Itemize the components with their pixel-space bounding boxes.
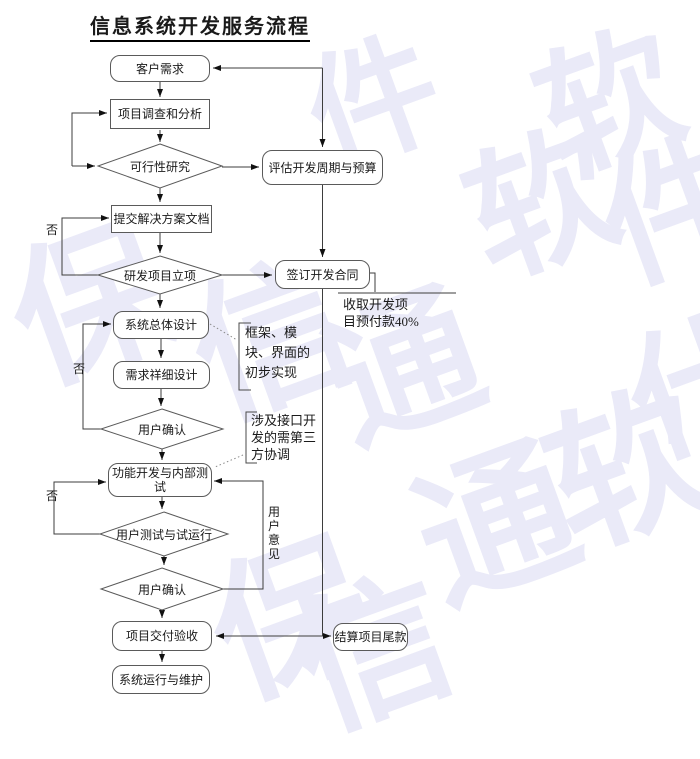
node-user-confirm-2[interactable]: 用户确认 xyxy=(101,568,223,610)
node-label: 用户确认 xyxy=(137,422,186,437)
diamond-shape xyxy=(100,512,228,556)
node-label: 可行性研究 xyxy=(129,159,190,174)
node-evaluate-schedule-budget[interactable]: 评估开发周期与预算 xyxy=(262,150,383,185)
flowchart-canvas: 件 软 件 保 信 通 软 通 软 保 信 什 xyxy=(0,8,700,759)
note-advance-payment: 收取开发项 目预付款40% xyxy=(343,297,419,329)
node-feasibility[interactable]: 可行性研究 xyxy=(98,144,222,188)
label-no-approval: 否 xyxy=(46,223,59,237)
node-operation-maintenance[interactable]: 系统运行与维护 xyxy=(112,665,210,694)
connector-usertest-no-loop xyxy=(53,479,106,535)
note-design-scope: 框架、模 块、界面的 初步实现 xyxy=(245,325,311,380)
node-investigation[interactable]: 项目调查和分析 xyxy=(110,99,210,129)
node-submit-solution[interactable]: 提交解决方案文档 xyxy=(111,205,212,233)
interface-note-dotted-leader xyxy=(214,454,244,468)
node-customer-needs[interactable]: 客户需求 xyxy=(110,55,210,82)
node-sign-contract[interactable]: 签订开发合同 xyxy=(275,260,370,289)
page-title: 信息系统开发服务流程 xyxy=(90,10,310,42)
node-settle-balance[interactable]: 结算项目尾款 xyxy=(333,623,408,651)
node-overall-design[interactable]: 系统总体设计 xyxy=(113,311,209,339)
design-note-dotted-leader xyxy=(209,323,238,341)
label-no-usertest: 否 xyxy=(46,489,59,503)
diamond-shape xyxy=(101,409,223,449)
node-label: 用户确认 xyxy=(137,582,186,597)
label-user-opinion: 用户意见 xyxy=(268,505,281,561)
label-no-confirm1: 否 xyxy=(73,362,86,376)
diamond-shape xyxy=(98,144,222,188)
node-user-confirm-1[interactable]: 用户确认 xyxy=(101,409,223,449)
connector-payment-leader xyxy=(370,272,376,292)
connector-feasibility-loop-to-investigation xyxy=(71,110,107,166)
node-function-development[interactable]: 功能开发与内部测 试 xyxy=(108,463,212,497)
note-interface-coordination: 涉及接口开 发的需第三 方协调 xyxy=(251,413,317,462)
connector-lines xyxy=(53,65,456,662)
interface-note-bracket xyxy=(245,411,257,464)
node-delivery-acceptance[interactable]: 项目交付验收 xyxy=(112,621,212,651)
design-note-bracket xyxy=(238,322,251,391)
node-user-test[interactable]: 用户测试与试运行 xyxy=(100,512,228,556)
connector-confirm1-no-loop xyxy=(82,321,111,430)
node-project-approval[interactable]: 研发项目立项 xyxy=(98,256,222,294)
node-detail-design[interactable]: 需求祥细设计 xyxy=(113,361,210,389)
connector-user-opinion-feedback xyxy=(214,478,264,590)
connector-approval-no-loop xyxy=(61,215,109,276)
node-label: 用户测试与试运行 xyxy=(115,527,212,542)
node-label: 研发项目立项 xyxy=(123,268,196,283)
diamond-shape xyxy=(98,256,222,294)
